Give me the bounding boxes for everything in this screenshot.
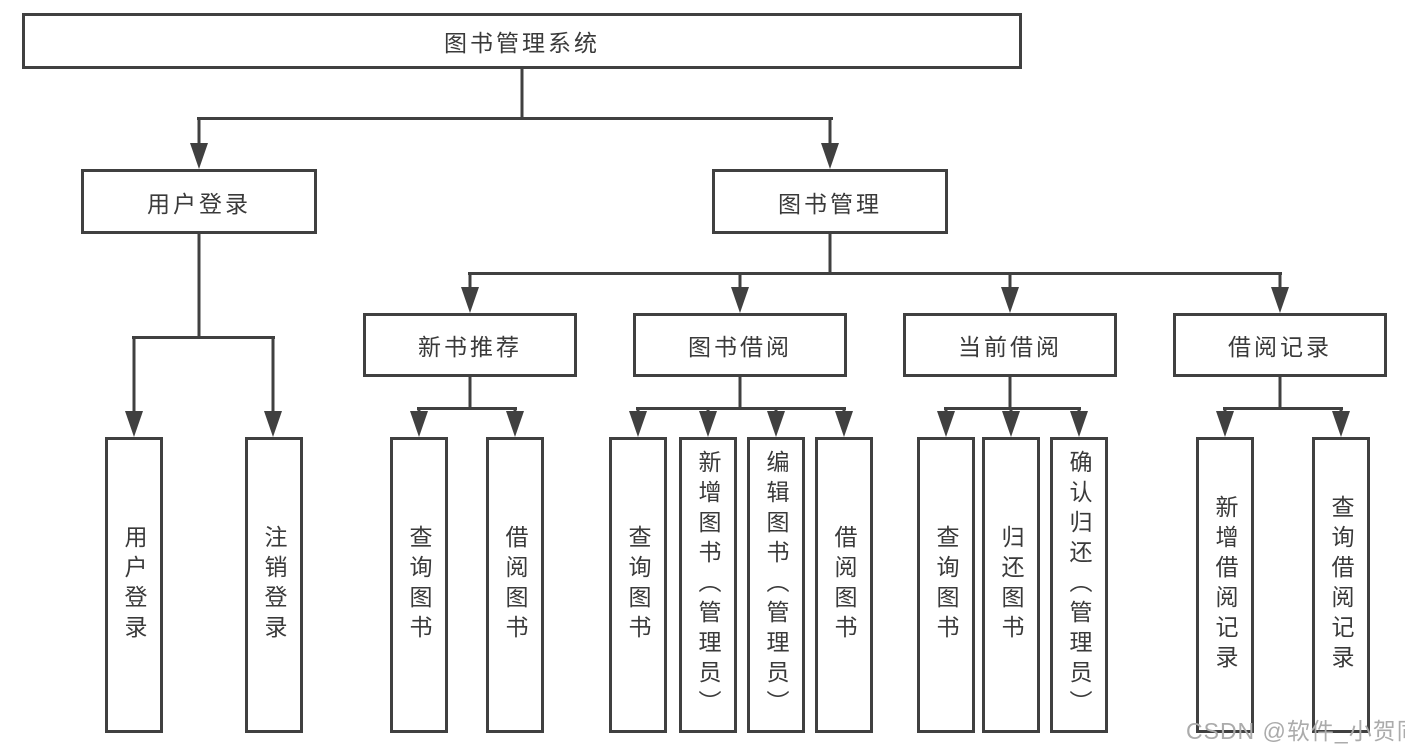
leaf-borrow-books-recommend: 借阅图书 <box>486 437 544 733</box>
connector-line <box>468 377 472 410</box>
connector-line <box>132 336 275 339</box>
arrow-down-icon <box>125 411 143 437</box>
connector-line <box>774 407 778 413</box>
node-label: 当前借阅 <box>958 334 1062 360</box>
connector-line <box>197 117 833 120</box>
connector-line <box>197 117 201 145</box>
arrow-down-icon <box>629 411 647 437</box>
connector-line <box>1339 407 1343 413</box>
leaf-query-books-borrowing: 查询图书 <box>609 437 667 733</box>
connector-line <box>944 407 1081 410</box>
node-label: 图书管理 <box>778 190 882 217</box>
connector-line <box>842 407 846 413</box>
leaf-label: 查询图书 <box>406 525 432 645</box>
connector-line <box>1278 272 1282 288</box>
node-label: 新书推荐 <box>418 334 522 360</box>
arrow-down-icon <box>767 411 785 437</box>
connector-line <box>944 407 948 413</box>
connector-line <box>828 234 832 275</box>
connector-line <box>513 407 517 413</box>
leaf-query-books-recommend: 查询图书 <box>390 437 448 733</box>
connector-line <box>1008 377 1012 410</box>
node-library-management-system: 图书管理系统 <box>22 13 1022 69</box>
leaf-label: 查询图书 <box>933 525 959 645</box>
leaf-add-books-admin: 新增图书（管理员） <box>679 437 737 733</box>
node-book-management: 图书管理 <box>712 169 948 234</box>
connector-line <box>706 407 710 413</box>
arrow-down-icon <box>190 143 208 169</box>
connector-line <box>197 234 201 339</box>
connector-line <box>468 272 1282 275</box>
leaf-add-borrow-record: 新增借阅记录 <box>1196 437 1254 733</box>
node-label: 图书借阅 <box>688 334 792 360</box>
leaf-user-login: 用户登录 <box>105 437 163 733</box>
arrow-down-icon <box>1001 287 1019 313</box>
leaf-label: 新增图书（管理员） <box>695 450 721 720</box>
connector-line <box>468 272 472 288</box>
arrow-down-icon <box>699 411 717 437</box>
arrow-down-icon <box>821 143 839 169</box>
connector-line <box>271 336 275 412</box>
leaf-return-books: 归还图书 <box>982 437 1040 733</box>
node-label: 借阅记录 <box>1228 334 1332 360</box>
arrow-down-icon <box>731 287 749 313</box>
leaf-label: 查询借阅记录 <box>1328 495 1354 675</box>
node-label: 用户登录 <box>147 190 251 217</box>
leaf-label: 确认归还（管理员） <box>1066 450 1092 720</box>
leaf-label: 查询图书 <box>625 525 651 645</box>
connector-line <box>520 69 524 120</box>
connector-line <box>1077 407 1081 413</box>
leaf-borrow-books: 借阅图书 <box>815 437 873 733</box>
connector-line <box>417 407 517 410</box>
leaf-label: 用户登录 <box>121 525 147 645</box>
arrow-down-icon <box>937 411 955 437</box>
node-user-login: 用户登录 <box>81 169 317 234</box>
arrow-down-icon <box>1216 411 1234 437</box>
node-book-borrowing: 图书借阅 <box>633 313 847 377</box>
connector-line <box>738 272 742 288</box>
connector-line <box>1223 407 1227 413</box>
connector-line <box>1009 407 1013 413</box>
leaf-query-borrow-record: 查询借阅记录 <box>1312 437 1370 733</box>
connector-line <box>417 407 421 413</box>
connector-line <box>828 117 832 145</box>
arrow-down-icon <box>461 287 479 313</box>
arrow-down-icon <box>506 411 524 437</box>
arrow-down-icon <box>1271 287 1289 313</box>
leaf-query-books-current: 查询图书 <box>917 437 975 733</box>
arrow-down-icon <box>410 411 428 437</box>
leaf-confirm-return-admin: 确认归还（管理员） <box>1050 437 1108 733</box>
leaf-label: 新增借阅记录 <box>1212 495 1238 675</box>
arrow-down-icon <box>1002 411 1020 437</box>
node-new-book-recommend: 新书推荐 <box>363 313 577 377</box>
connector-line <box>636 407 640 413</box>
csdn-watermark: CSDN @软件_小贺同学 <box>1186 718 1405 744</box>
leaf-label: 借阅图书 <box>502 525 528 645</box>
arrow-down-icon <box>264 411 282 437</box>
connector-line <box>1223 407 1343 410</box>
leaf-label: 注销登录 <box>261 525 287 645</box>
leaf-edit-books-admin: 编辑图书（管理员） <box>747 437 805 733</box>
arrow-down-icon <box>1070 411 1088 437</box>
leaf-logout: 注销登录 <box>245 437 303 733</box>
leaf-label: 归还图书 <box>998 525 1024 645</box>
node-current-borrowing: 当前借阅 <box>903 313 1117 377</box>
node-label: 图书管理系统 <box>444 30 600 56</box>
connector-line <box>738 377 742 410</box>
connector-line <box>1278 377 1282 410</box>
leaf-label: 借阅图书 <box>831 525 857 645</box>
connector-line <box>132 336 136 412</box>
node-borrowing-records: 借阅记录 <box>1173 313 1387 377</box>
arrow-down-icon <box>1332 411 1350 437</box>
connector-line <box>1008 272 1012 288</box>
arrow-down-icon <box>835 411 853 437</box>
connector-line <box>636 407 846 410</box>
leaf-label: 编辑图书（管理员） <box>763 450 789 720</box>
